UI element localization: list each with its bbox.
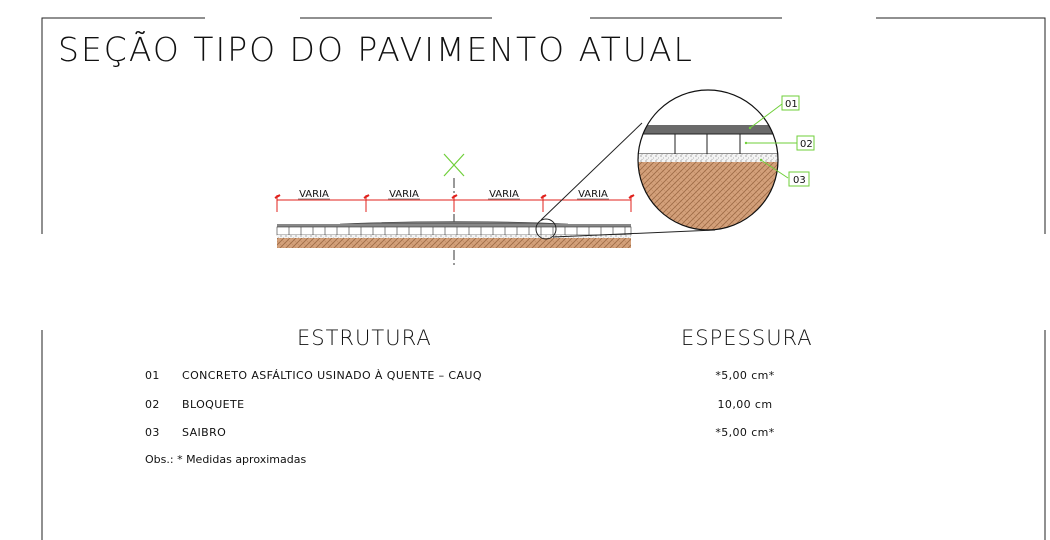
- column-header-thickness: ESPESSURA: [681, 326, 813, 350]
- layer-number: 03: [145, 426, 160, 439]
- width-label-1: VARIA: [299, 189, 329, 200]
- layer-thickness: 10,00 cm: [717, 398, 773, 411]
- layer-thickness: *5,00 cm*: [715, 369, 775, 382]
- width-label-2: VARIA: [389, 189, 419, 200]
- detail-leader: [535, 122, 716, 240]
- dimension-line: [274, 194, 635, 212]
- drawing-title: SEÇÃO TIPO DO PAVIMENTO ATUAL: [58, 30, 694, 69]
- layer-thickness: *5,00 cm*: [715, 426, 775, 439]
- width-label-4: VARIA: [578, 189, 608, 200]
- callout-02: 02: [800, 139, 813, 150]
- layer-number: 02: [145, 398, 160, 411]
- road-section: [276, 221, 632, 248]
- layer-description: CONCRETO ASFÁLTICO USINADO À QUENTE – CA…: [182, 369, 482, 382]
- layer-number: 01: [145, 369, 160, 382]
- column-header-structure: ESTRUTURA: [297, 326, 432, 350]
- observation-note: Obs.: * Medidas aproximadas: [145, 453, 307, 466]
- layer-description: BLOQUETE: [182, 398, 245, 411]
- callout-leaders: [746, 95, 815, 187]
- callout-03: 03: [793, 175, 806, 186]
- drawing-frame: [41, 17, 1046, 540]
- callout-01: 01: [785, 99, 798, 110]
- width-label-3: VARIA: [489, 189, 519, 200]
- detail-circle: [637, 89, 779, 231]
- layer-description: SAIBRO: [182, 426, 227, 439]
